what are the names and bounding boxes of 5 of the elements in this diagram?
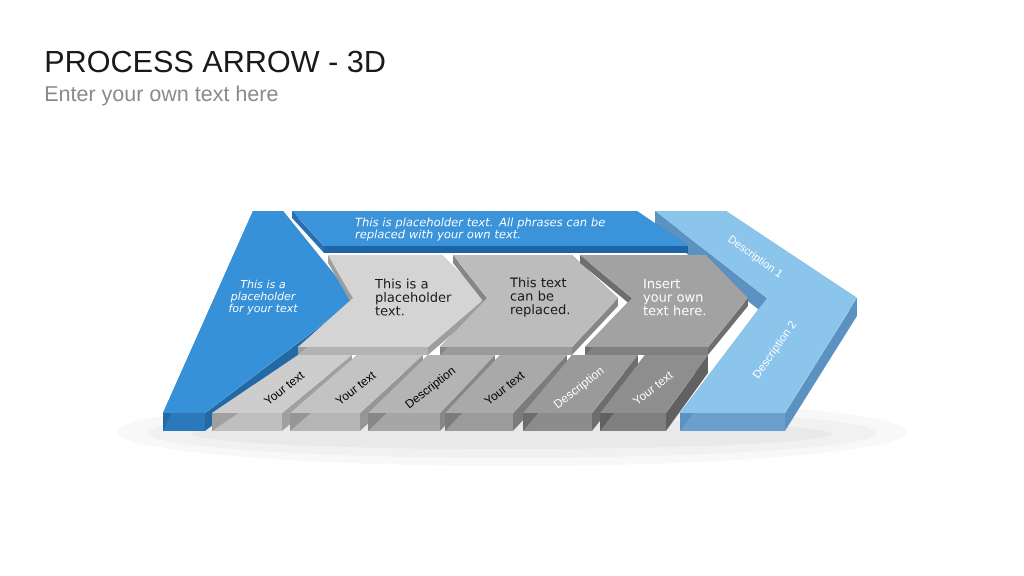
title: PROCESS ARROW - 3D bbox=[46, 50, 385, 73]
chevron-slab: Insert your own text here. bbox=[580, 255, 748, 355]
subtitle: Enter your own text here bbox=[45, 85, 278, 106]
node-label: This is placeholder text. All phrases can be replaced with your own text. bbox=[355, 217, 605, 241]
banner-slab: This is placeholder text. All phrases can be replaced with your own text. bbox=[292, 211, 688, 253]
